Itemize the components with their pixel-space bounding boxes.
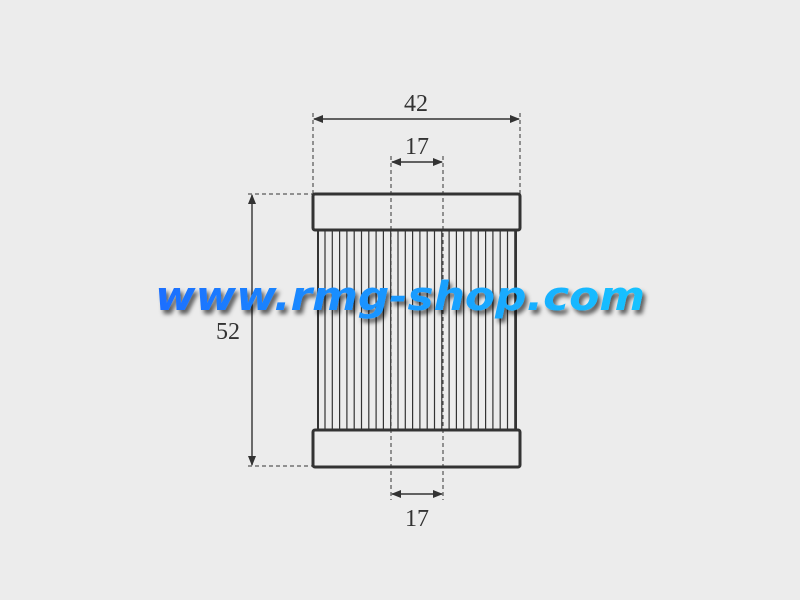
dimension-lines [248, 115, 520, 498]
dim-height: 52 [216, 319, 240, 345]
filter-pleats [324, 230, 516, 430]
extension-lines [248, 113, 521, 500]
bottom-end-cap [311, 428, 522, 469]
watermark: www.rmg-shop.com [155, 274, 645, 320]
dim-outer-width: 42 [404, 91, 428, 117]
dim-inner-bottom: 17 [405, 506, 429, 532]
dim-inner-top: 17 [405, 134, 429, 160]
top-end-cap [311, 192, 522, 232]
